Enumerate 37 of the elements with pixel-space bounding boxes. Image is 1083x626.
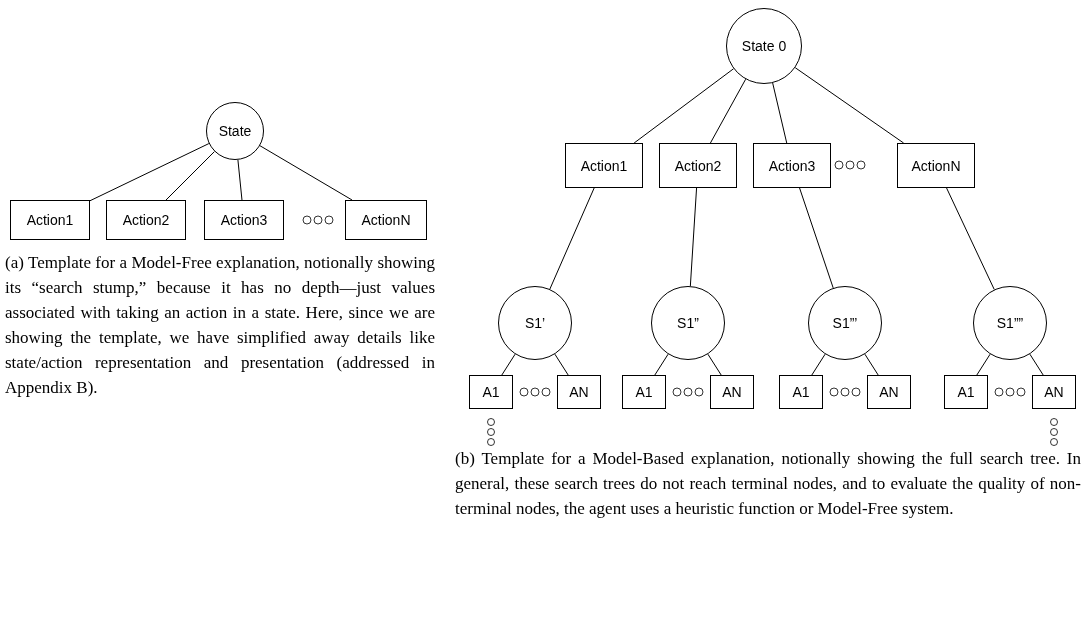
- action-box: Action2: [659, 143, 737, 188]
- action-box: A1: [779, 375, 823, 409]
- action-box: AN: [867, 375, 911, 409]
- connector-line: [689, 187, 698, 287]
- connector-line: [237, 159, 243, 201]
- connector-line: [707, 353, 722, 376]
- connector-line: [811, 353, 826, 376]
- connector-line: [794, 67, 905, 144]
- connector-line: [976, 353, 991, 376]
- action-box: Action2: [106, 200, 186, 240]
- connector-line: [165, 151, 215, 201]
- connector-line: [554, 353, 569, 376]
- action-box: A1: [469, 375, 513, 409]
- connector-line: [864, 353, 879, 376]
- connector-line: [501, 353, 516, 376]
- figure-caption: (a) Template for a Model-Free explanation, notionally showing its “search stump,” because it has no depth—just values associated with taking an action in a state. Here, since we are showing the template, we have simplified away details like state/action representation and presentation (addressed in Appendix B).: [5, 252, 435, 399]
- action-box: Action3: [204, 200, 284, 240]
- action-box: AN: [1032, 375, 1076, 409]
- connector-line: [1029, 353, 1044, 376]
- connector-line: [946, 187, 995, 290]
- action-box: ActionN: [345, 200, 427, 240]
- connector-line: [633, 68, 735, 144]
- connector-line: [654, 353, 669, 376]
- connector-line: [89, 143, 210, 202]
- action-box: A1: [944, 375, 988, 409]
- figure-caption: (b) Template for a Model-Based explanation, notionally showing the full search tree. In general, these search trees do not reach terminal nodes, and to evaluate the quality of non-terminal nodes, the agent uses a heuristic function or Model-Free system.: [455, 448, 1081, 520]
- action-box: Action3: [753, 143, 831, 188]
- action-box: Action1: [565, 143, 643, 188]
- action-box: AN: [710, 375, 754, 409]
- connector-line: [709, 78, 747, 144]
- connector-line: [772, 82, 788, 144]
- action-box: Action1: [10, 200, 90, 240]
- action-box: ActionN: [897, 143, 975, 188]
- action-box: A1: [622, 375, 666, 409]
- action-box: AN: [557, 375, 601, 409]
- connector-line: [259, 145, 353, 201]
- connector-line: [549, 187, 595, 290]
